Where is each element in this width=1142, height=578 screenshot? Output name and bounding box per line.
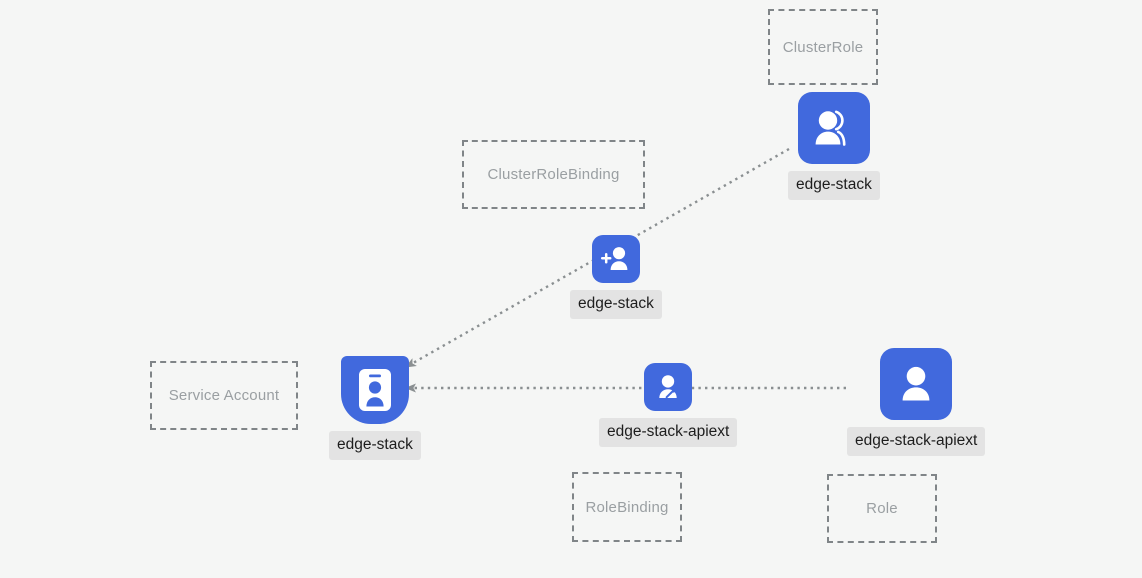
node-label: edge-stack: [570, 290, 662, 319]
person-edit-icon[interactable]: [644, 363, 693, 411]
kind-box-label: RoleBinding: [585, 498, 669, 516]
kind-box-clusterrolebinding[interactable]: ClusterRoleBinding: [462, 140, 645, 209]
node-role[interactable]: edge-stack-apiext: [847, 348, 986, 456]
node-label: edge-stack: [788, 171, 880, 200]
node-clusterrolebinding[interactable]: edge-stack: [570, 235, 662, 319]
kind-box-label: Role: [866, 500, 898, 517]
node-label: edge-stack-apiext: [847, 427, 986, 456]
node-clusterrole[interactable]: edge-stack: [788, 92, 880, 200]
person-add-icon[interactable]: [591, 235, 640, 283]
kind-box-label: ClusterRoleBinding: [487, 166, 620, 183]
id-badge-shield-icon[interactable]: [340, 356, 409, 424]
node-label: edge-stack-apiext: [599, 418, 738, 447]
kind-box-role[interactable]: Role: [827, 474, 937, 543]
kind-box-rolebinding[interactable]: RoleBinding: [572, 472, 682, 542]
kind-box-label: Service Account: [168, 387, 280, 404]
kind-box-label: ClusterRole: [782, 38, 864, 56]
node-rolebinding[interactable]: edge-stack-apiext: [599, 363, 738, 447]
users-group-icon[interactable]: [797, 92, 870, 164]
node-label: edge-stack: [329, 431, 421, 460]
person-icon[interactable]: [880, 348, 953, 420]
node-serviceaccount[interactable]: edge-stack: [329, 356, 421, 460]
kind-box-clusterrole[interactable]: ClusterRole: [768, 9, 878, 85]
kind-box-serviceaccount[interactable]: Service Account: [150, 361, 298, 430]
